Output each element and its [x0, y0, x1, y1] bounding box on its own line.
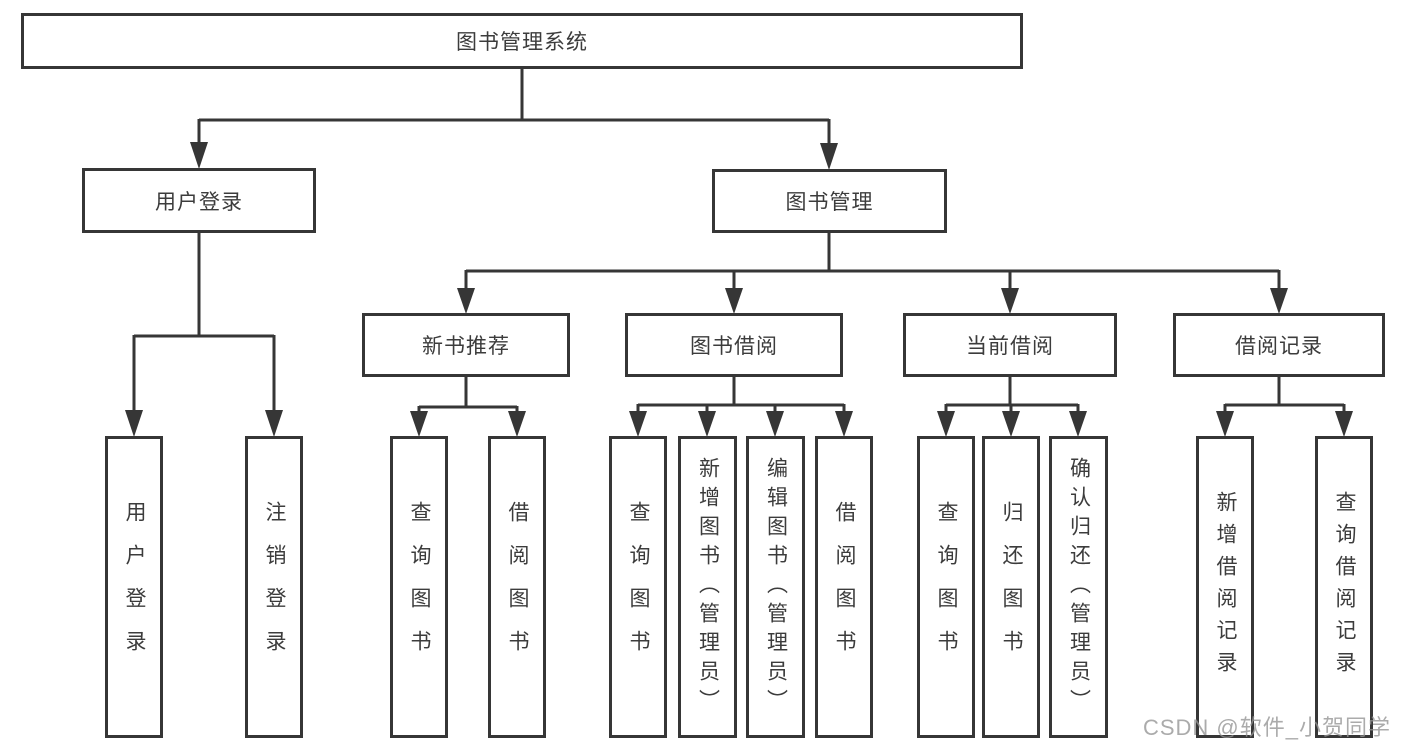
node-label: 当前借阅: [966, 335, 1054, 358]
node-label: 图书借阅: [690, 335, 778, 358]
node-book-management: 图书管理: [712, 169, 947, 233]
leaf-label: 新增借阅记录: [1214, 491, 1237, 683]
leaf-label: 编辑图书（管理员）: [764, 456, 788, 718]
leaf-add-borrow-record: 新增借阅记录: [1196, 436, 1254, 738]
arrowhead-icons: [125, 142, 1353, 437]
leaf-borrow-books-2: 借阅图书: [815, 436, 873, 738]
leaf-label: 查询图书: [408, 501, 431, 673]
leaf-label: 查询图书: [627, 501, 650, 673]
leaf-borrow-books-1: 借阅图书: [488, 436, 546, 738]
csdn-watermark: CSDN @软件_小贺同学: [1142, 715, 1391, 740]
node-current-borrowing: 当前借阅: [903, 313, 1117, 377]
leaf-logout: 注销登录: [245, 436, 303, 738]
leaf-query-books-1: 查询图书: [390, 436, 448, 738]
node-borrowing-records: 借阅记录: [1173, 313, 1385, 377]
leaf-label: 借阅图书: [833, 501, 856, 673]
leaf-query-books-3: 查询图书: [917, 436, 975, 738]
leaf-label: 归还图书: [1000, 501, 1023, 673]
node-book-borrowing: 图书借阅: [625, 313, 843, 377]
node-label: 用户登录: [155, 190, 243, 214]
node-label: 图书管理: [785, 191, 874, 214]
node-label: 新书推荐: [422, 335, 510, 358]
leaf-add-books-admin: 新增图书（管理员）: [678, 436, 737, 738]
leaf-label: 注销登录: [263, 501, 286, 673]
leaf-label: 确认归还（管理员）: [1067, 456, 1091, 718]
node-label: 借阅记录: [1235, 335, 1323, 358]
leaf-user-login: 用户登录: [105, 436, 163, 738]
leaf-edit-books-admin: 编辑图书（管理员）: [746, 436, 805, 738]
leaf-query-borrow-record: 查询借阅记录: [1315, 436, 1373, 738]
leaf-label: 新增图书（管理员）: [696, 456, 720, 718]
node-library-management-system: 图书管理系统: [21, 13, 1023, 69]
leaf-query-books-2: 查询图书: [609, 436, 667, 738]
leaf-confirm-return-admin: 确认归还（管理员）: [1049, 436, 1108, 738]
leaf-label: 用户登录: [123, 501, 146, 673]
leaf-label: 借阅图书: [506, 501, 529, 673]
node-new-book-recommendation: 新书推荐: [362, 313, 570, 377]
node-label: 图书管理系统: [456, 31, 588, 54]
node-user-login: 用户登录: [82, 168, 316, 233]
leaf-label: 查询借阅记录: [1333, 491, 1356, 683]
leaf-label: 查询图书: [935, 501, 958, 673]
leaf-return-books: 归还图书: [982, 436, 1040, 738]
